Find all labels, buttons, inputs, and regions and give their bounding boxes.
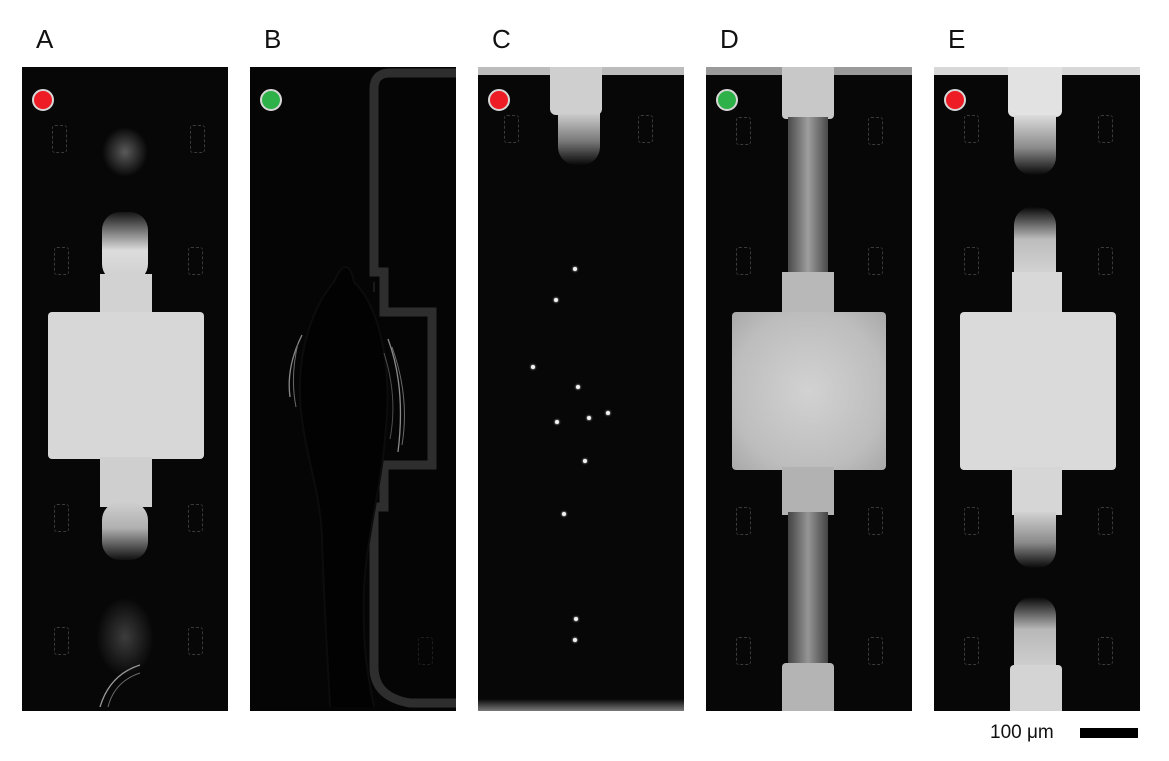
panel-label-b: B (264, 24, 282, 54)
channel-fill (788, 512, 828, 667)
channel-outlet (1010, 665, 1062, 711)
chamber-outline (288, 68, 456, 708)
alignment-marker (638, 115, 653, 143)
bead (573, 267, 577, 271)
channel-fill (788, 117, 828, 277)
chamber-neck-top (1012, 272, 1062, 314)
panel-c (478, 67, 684, 711)
alignment-marker (868, 117, 883, 145)
panel-b (250, 67, 456, 711)
status-indicator-d (716, 89, 738, 111)
status-indicator-a (32, 89, 54, 111)
chamber-neck-top (100, 274, 152, 314)
debris-streaks (99, 664, 141, 708)
alignment-marker (188, 627, 203, 655)
alignment-marker (736, 247, 751, 275)
channel-plug (1014, 115, 1056, 175)
chamber-neck-bottom (100, 457, 152, 507)
channel-plug (1014, 597, 1056, 669)
panel-label-c: C (492, 24, 511, 54)
channel-glow (96, 597, 154, 677)
channel-outlet (782, 663, 834, 711)
bead (574, 617, 578, 621)
channel-inlet (550, 67, 602, 115)
status-indicator-b (260, 89, 282, 111)
alignment-marker (52, 125, 67, 153)
bead (555, 420, 559, 424)
channel-inlet (782, 67, 834, 119)
channel-plug (102, 212, 148, 282)
alignment-marker (964, 247, 979, 275)
panel-e (934, 67, 1140, 711)
channel-plug (102, 502, 148, 560)
chamber-neck-bottom (1012, 467, 1062, 515)
bead (562, 512, 566, 516)
chamber-neck-bottom (782, 467, 834, 515)
alignment-marker (736, 117, 751, 145)
panel-d (706, 67, 912, 711)
panel-label-e: E (948, 24, 966, 54)
alignment-marker (736, 637, 751, 665)
bead (554, 298, 558, 302)
alignment-marker (868, 247, 883, 275)
channel-glow (102, 127, 148, 177)
channel-inlet (1008, 67, 1062, 117)
bead (583, 459, 587, 463)
chamber (48, 312, 204, 459)
status-indicator-c (488, 89, 510, 111)
alignment-marker (964, 507, 979, 535)
panel-label-a: A (36, 24, 54, 54)
bead (531, 365, 535, 369)
channel-plug (1014, 512, 1056, 568)
bead (573, 638, 577, 642)
bead (606, 411, 610, 415)
alignment-marker (964, 115, 979, 143)
channel-plug (558, 113, 600, 165)
alignment-marker (736, 507, 751, 535)
scale-bar-label: 100 μm (990, 722, 1054, 743)
panel-a (22, 67, 228, 711)
alignment-marker (1098, 115, 1113, 143)
alignment-marker (188, 504, 203, 532)
chamber (732, 312, 886, 470)
bottom-bright-band (478, 699, 684, 711)
alignment-marker (964, 637, 979, 665)
alignment-marker (1098, 637, 1113, 665)
alignment-marker (868, 507, 883, 535)
chamber-neck-top (782, 272, 834, 314)
panel-label-d: D (720, 24, 739, 54)
alignment-marker (190, 125, 205, 153)
alignment-marker (54, 504, 69, 532)
channel-plug (1014, 207, 1056, 279)
alignment-marker (54, 247, 69, 275)
alignment-marker (504, 115, 519, 143)
alignment-marker (188, 247, 203, 275)
alignment-marker (54, 627, 69, 655)
status-indicator-e (944, 89, 966, 111)
alignment-marker (1098, 247, 1113, 275)
alignment-marker (868, 637, 883, 665)
chamber (960, 312, 1116, 470)
scale-bar (1080, 728, 1138, 738)
alignment-marker (418, 637, 433, 665)
bead (576, 385, 580, 389)
alignment-marker (1098, 507, 1113, 535)
bead (587, 416, 591, 420)
